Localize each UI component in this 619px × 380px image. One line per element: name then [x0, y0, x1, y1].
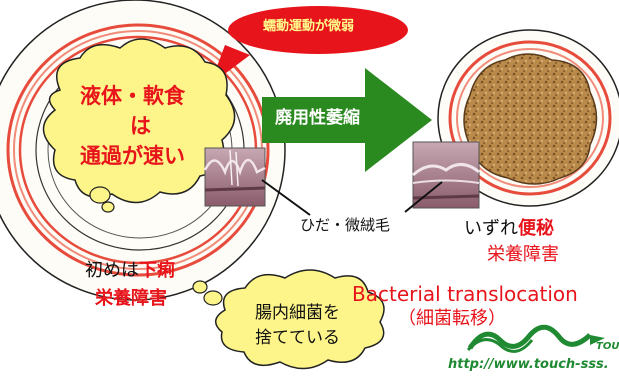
- speech-bubble-text: 蠕動運動が微弱: [263, 19, 355, 34]
- villi-label: ひだ・微絨毛: [300, 216, 391, 234]
- left-caption-highlight: 下痢: [139, 260, 175, 281]
- right-caption-prefix: いずれ: [464, 218, 518, 239]
- arrow-label: 廃用性萎縮: [275, 108, 360, 128]
- atrophic-intestine-cross-section: [437, 29, 619, 207]
- cloud-trail-2: [203, 290, 223, 306]
- left-caption-prefix: 初めは: [85, 260, 139, 281]
- cloud-left-line2: は: [130, 114, 151, 138]
- cloud-trail-1: [192, 280, 208, 294]
- right-caption-line2: 栄養障害: [487, 244, 559, 265]
- cloud-left-line1: 液体・軟食: [80, 84, 185, 108]
- villi-pointer-left: [261, 179, 311, 216]
- thought-cloud-bottom: [215, 269, 385, 370]
- left-caption-line1: 初めは下痢: [85, 260, 175, 281]
- right-caption-highlight: 便秘: [518, 218, 554, 239]
- website-url[interactable]: http://www.touch-sss.: [448, 357, 609, 372]
- atrophy-arrow: [262, 68, 432, 172]
- villi-pointer-right: [404, 181, 443, 213]
- logo-text: TOU: [596, 341, 619, 352]
- cloud-bottom-line1: 腸内細菌を: [255, 303, 340, 323]
- cloud-bottom-line2: 捨てている: [255, 328, 340, 348]
- normal-villi-image: [203, 147, 266, 207]
- translocation-jp-label: （細菌転移）: [398, 308, 506, 329]
- right-caption-line1: いずれ便秘: [464, 218, 554, 239]
- cloud-left-line3: 通過が速い: [80, 144, 185, 168]
- translocation-label: Bacterial translocation: [352, 282, 578, 306]
- atrophic-villi-image: [412, 141, 480, 209]
- left-caption-line2: 栄養障害: [95, 288, 167, 309]
- logo-waves-icon: [466, 324, 605, 353]
